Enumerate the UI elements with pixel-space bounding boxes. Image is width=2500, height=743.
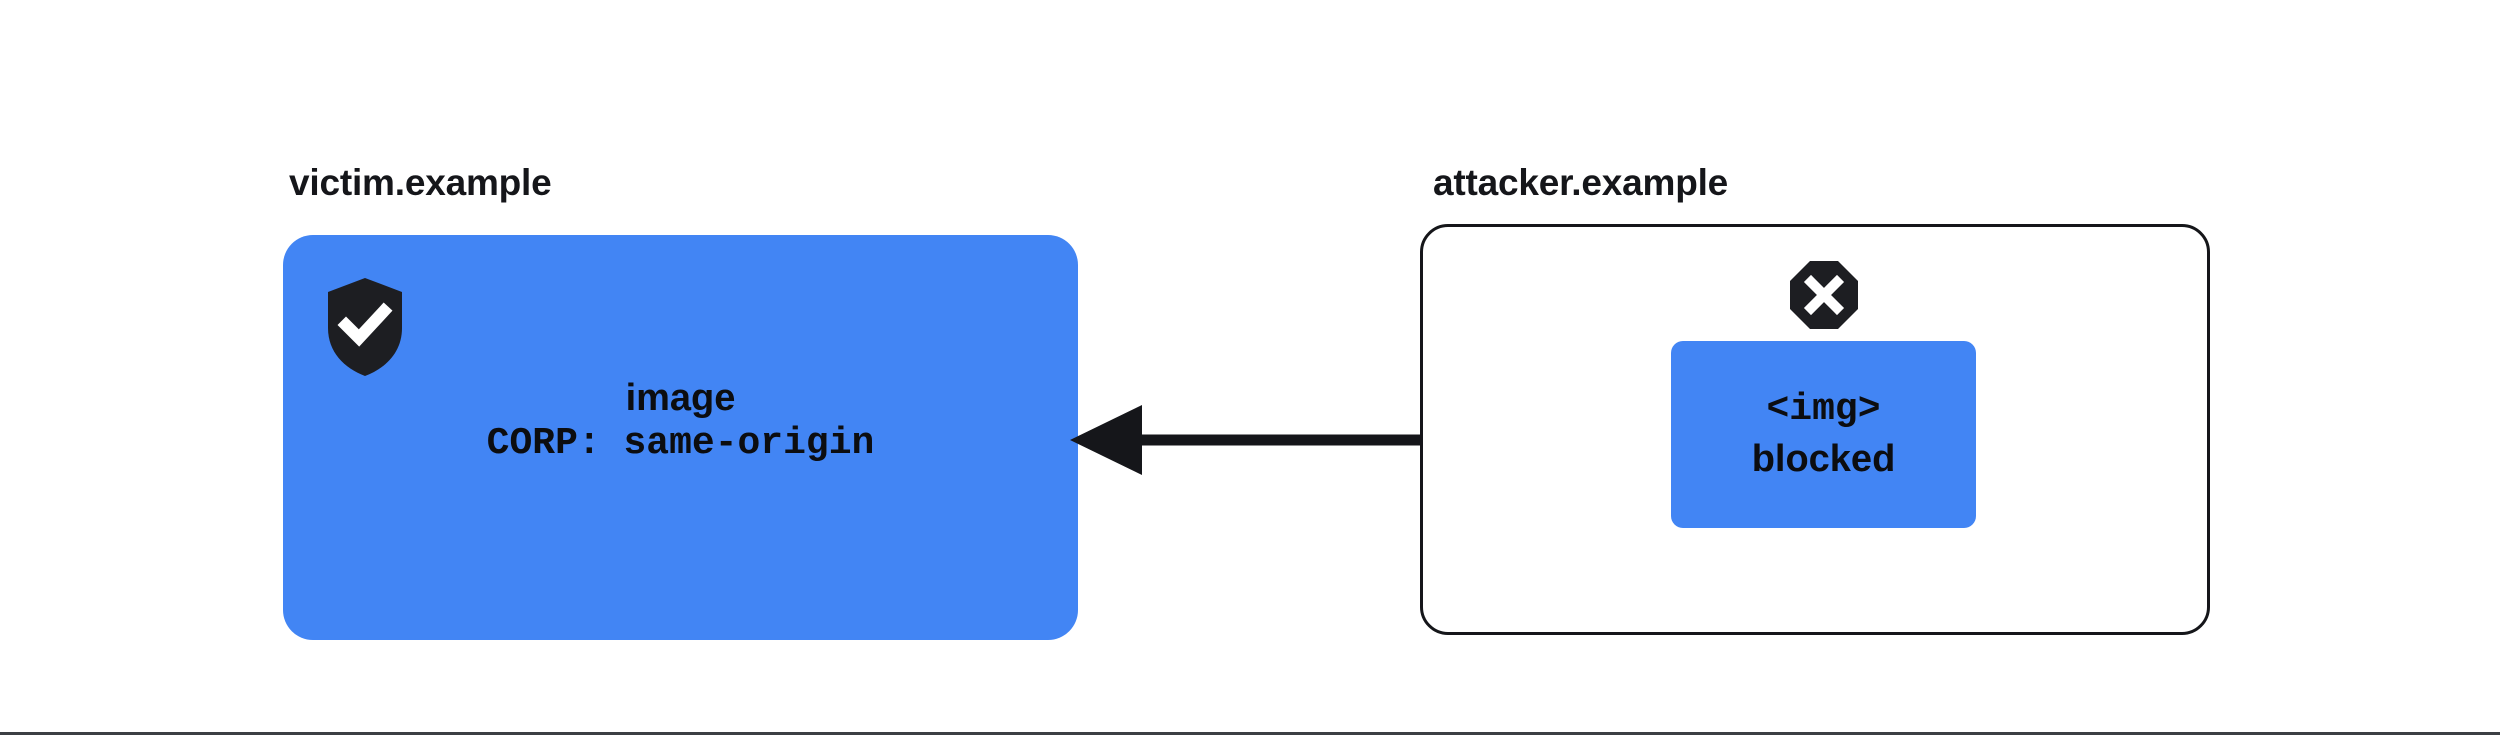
attacker-origin-label: attacker.example: [1433, 162, 1729, 203]
blocked-element-tag: <img>: [1766, 387, 1881, 431]
blocked-status-text: blocked: [1751, 437, 1896, 480]
blocked-image-block: <img> blocked: [1671, 341, 1976, 528]
victim-origin-label: victim.example: [289, 162, 552, 203]
bottom-divider: [0, 732, 2500, 735]
shield-check-icon: [328, 278, 402, 376]
victim-origin-panel: [283, 235, 1078, 640]
octagon-x-icon: [1790, 261, 1858, 329]
